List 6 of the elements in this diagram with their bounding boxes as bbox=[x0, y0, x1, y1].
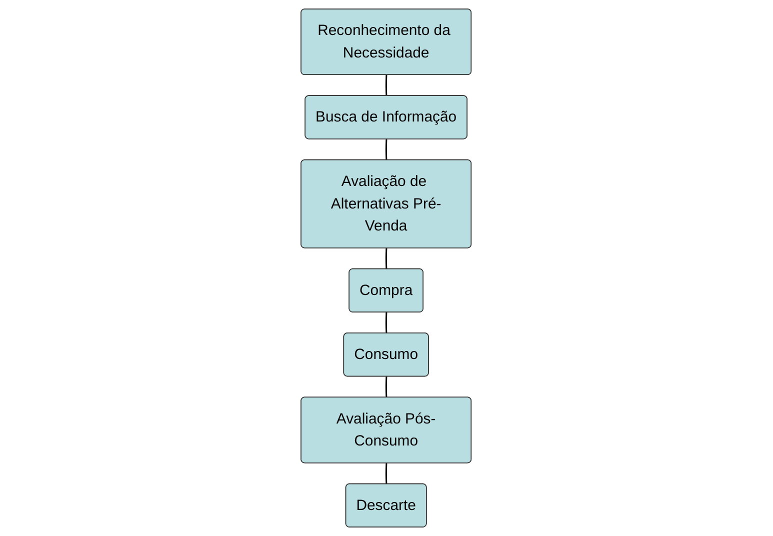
connector bbox=[386, 248, 388, 270]
connector bbox=[386, 312, 388, 334]
connector bbox=[386, 376, 388, 398]
connector bbox=[386, 463, 388, 484]
connector bbox=[386, 139, 388, 160]
connector bbox=[386, 75, 388, 96]
